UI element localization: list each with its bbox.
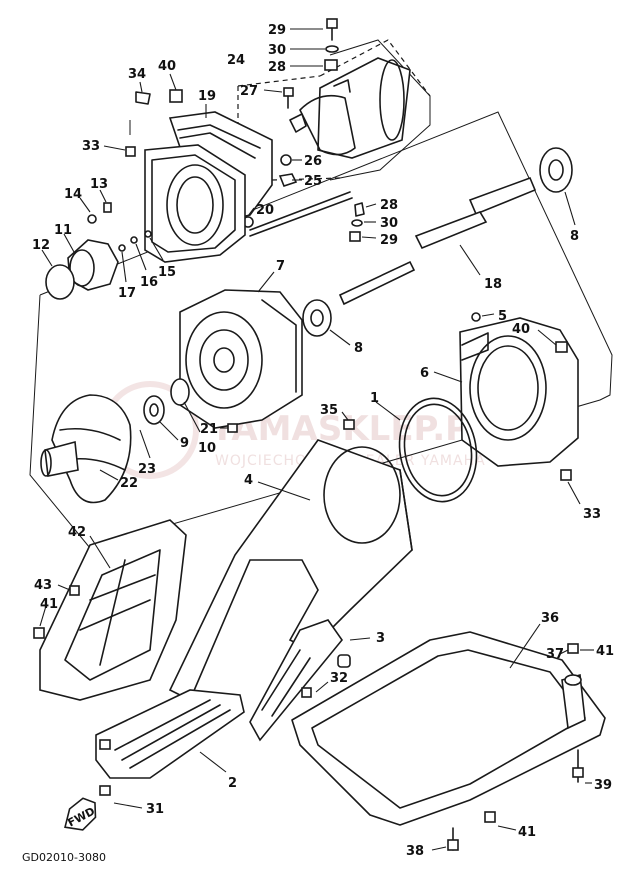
- callout-41-right: 41: [596, 644, 614, 659]
- pump-cover-duct: [168, 419, 413, 742]
- drive-shaft-assembly: [302, 147, 573, 337]
- ride-plate: [95, 689, 245, 796]
- callout-39: 39: [594, 778, 612, 793]
- callout-4: 4: [244, 473, 253, 488]
- callout-29-mid: 29: [380, 233, 398, 248]
- callout-28-top: 28: [268, 60, 286, 75]
- diagram-code: GD02010-3080: [22, 851, 106, 864]
- impeller-spacers: [143, 378, 238, 433]
- callout-15: 15: [158, 265, 176, 280]
- callout-41-bottom: 41: [518, 825, 536, 840]
- callout-27: 27: [240, 84, 258, 99]
- callout-32: 32: [330, 671, 348, 686]
- intake-grate: [33, 519, 187, 701]
- callouts: 29 30 28 24 27 34 40 19 33 26 25 14 13 2…: [32, 23, 614, 859]
- callout-30-mid: 30: [380, 216, 398, 231]
- nozzle-housing: [144, 144, 246, 263]
- callout-40-top: 40: [158, 59, 176, 74]
- callout-41-left: 41: [40, 597, 58, 612]
- callout-43: 43: [34, 578, 52, 593]
- callout-25: 25: [304, 174, 322, 189]
- callout-37: 37: [546, 647, 564, 662]
- callout-11: 11: [54, 223, 72, 238]
- callout-28-mid: 28: [380, 198, 398, 213]
- callout-10: 10: [198, 441, 216, 456]
- o-ring: [398, 397, 478, 503]
- callout-21: 21: [200, 422, 218, 437]
- assembly-outline: [29, 39, 613, 549]
- callout-3: 3: [376, 631, 385, 646]
- fasteners-top: [278, 18, 339, 187]
- callout-33-right: 33: [583, 507, 601, 522]
- callout-9: 9: [180, 436, 189, 451]
- callout-36: 36: [541, 611, 559, 626]
- callout-31: 31: [146, 802, 164, 817]
- callout-29-top: 29: [268, 23, 286, 38]
- callout-23: 23: [138, 462, 156, 477]
- callout-13: 13: [90, 177, 108, 192]
- callout-8-right: 8: [570, 229, 579, 244]
- intake-duct-housing: [289, 57, 411, 159]
- callout-1: 1: [370, 391, 379, 406]
- callout-6: 6: [420, 366, 429, 381]
- callout-34: 34: [128, 67, 146, 82]
- callout-16: 16: [140, 275, 158, 290]
- callout-42: 42: [68, 525, 86, 540]
- callout-14: 14: [64, 187, 82, 202]
- callout-7: 7: [276, 259, 285, 274]
- callout-8-mid: 8: [354, 341, 363, 356]
- steering-nozzle: [45, 202, 152, 300]
- mounting-frame: [291, 631, 606, 851]
- impeller: [40, 394, 132, 504]
- callout-19: 19: [198, 89, 216, 104]
- callout-18: 18: [484, 277, 502, 292]
- callout-26: 26: [304, 154, 322, 169]
- intake-duct: [459, 312, 579, 481]
- callout-2: 2: [228, 776, 237, 791]
- callout-38: 38: [406, 844, 424, 859]
- impeller-housing: [179, 289, 303, 429]
- callout-35: 35: [320, 403, 338, 418]
- callout-24: 24: [227, 53, 245, 68]
- callout-12: 12: [32, 238, 50, 253]
- callout-17: 17: [118, 286, 136, 301]
- callout-5: 5: [498, 309, 507, 324]
- callout-30-top: 30: [268, 43, 286, 58]
- forward-direction-arrow: FWD: [64, 797, 97, 831]
- callout-22: 22: [120, 476, 138, 491]
- callout-33-top: 33: [82, 139, 100, 154]
- callout-20: 20: [256, 203, 274, 218]
- callout-40-right: 40: [512, 322, 530, 337]
